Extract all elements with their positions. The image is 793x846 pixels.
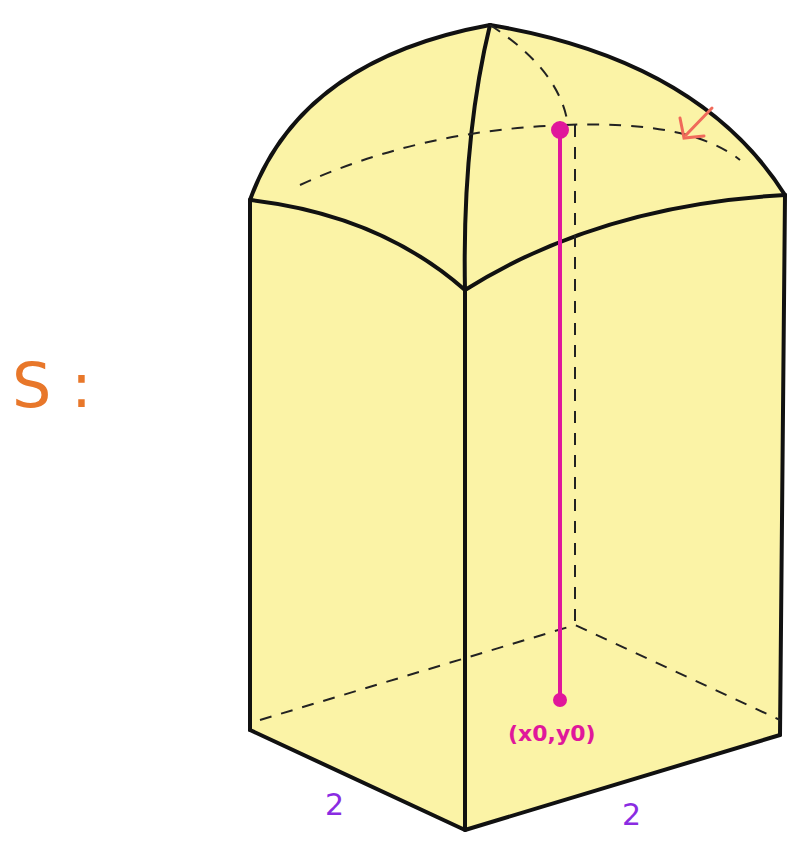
point-label: (x0,y0) <box>505 722 599 746</box>
dimension-label: 2 <box>622 800 641 830</box>
dimension-label: 2 <box>325 790 344 820</box>
surface-name: S : <box>12 355 92 417</box>
